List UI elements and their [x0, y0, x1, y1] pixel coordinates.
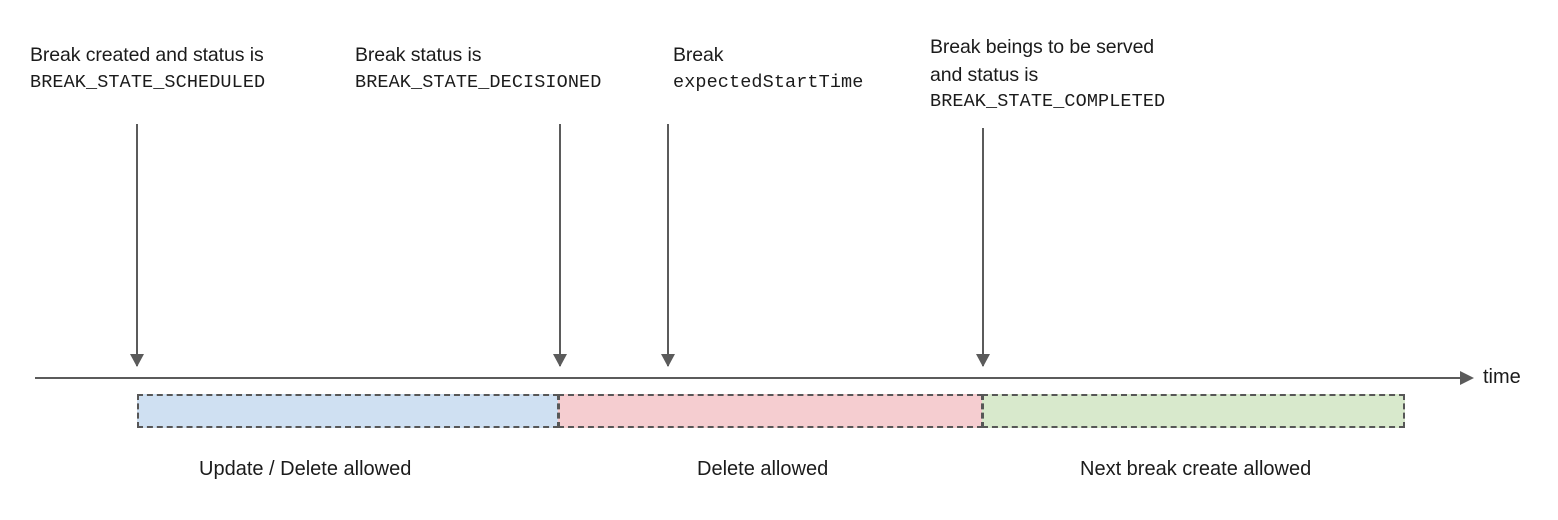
- phase-caption-delete-only: Delete allowed: [697, 458, 829, 480]
- pointer-arrow-scheduled-icon: [136, 124, 138, 366]
- phase-bar-delete-only: [558, 394, 983, 428]
- pointer-arrow-completed-icon: [982, 128, 984, 366]
- annotation-scheduled-line2: BREAK_STATE_SCHEDULED: [30, 71, 266, 93]
- time-axis-label: time: [1483, 366, 1521, 388]
- annotation-scheduled: Break created and status is BREAK_STATE_…: [30, 42, 265, 96]
- annotation-decisioned-line2: BREAK_STATE_DECISIONED: [355, 71, 602, 93]
- pointer-arrow-decisioned-icon: [559, 124, 561, 366]
- annotation-completed: Break beings to be served and status is …: [930, 34, 1165, 116]
- annotation-completed-line3: BREAK_STATE_COMPLETED: [930, 91, 1166, 113]
- phase-caption-update-delete: Update / Delete allowed: [199, 458, 412, 480]
- phase-caption-next-break: Next break create allowed: [1080, 458, 1312, 480]
- annotation-decisioned-line1: Break status is: [355, 44, 482, 66]
- annotation-completed-line2: and status is: [930, 63, 1039, 86]
- phase-bar-next-break: [982, 394, 1405, 428]
- annotation-expected-start-time-line2: expectedStartTime: [673, 71, 864, 93]
- annotation-scheduled-line1: Break created and status is: [30, 44, 264, 66]
- phase-bar-update-delete: [137, 394, 559, 428]
- annotation-expected-start-time-line1: Break: [673, 44, 724, 66]
- pointer-arrow-expected-start-time-icon: [667, 124, 669, 366]
- annotation-completed-line1: Break beings to be served: [930, 36, 1155, 58]
- annotation-decisioned: Break status is BREAK_STATE_DECISIONED: [355, 42, 601, 96]
- time-axis-arrow-right-icon: [35, 377, 1472, 379]
- annotation-expected-start-time: Break expectedStartTime: [673, 42, 863, 96]
